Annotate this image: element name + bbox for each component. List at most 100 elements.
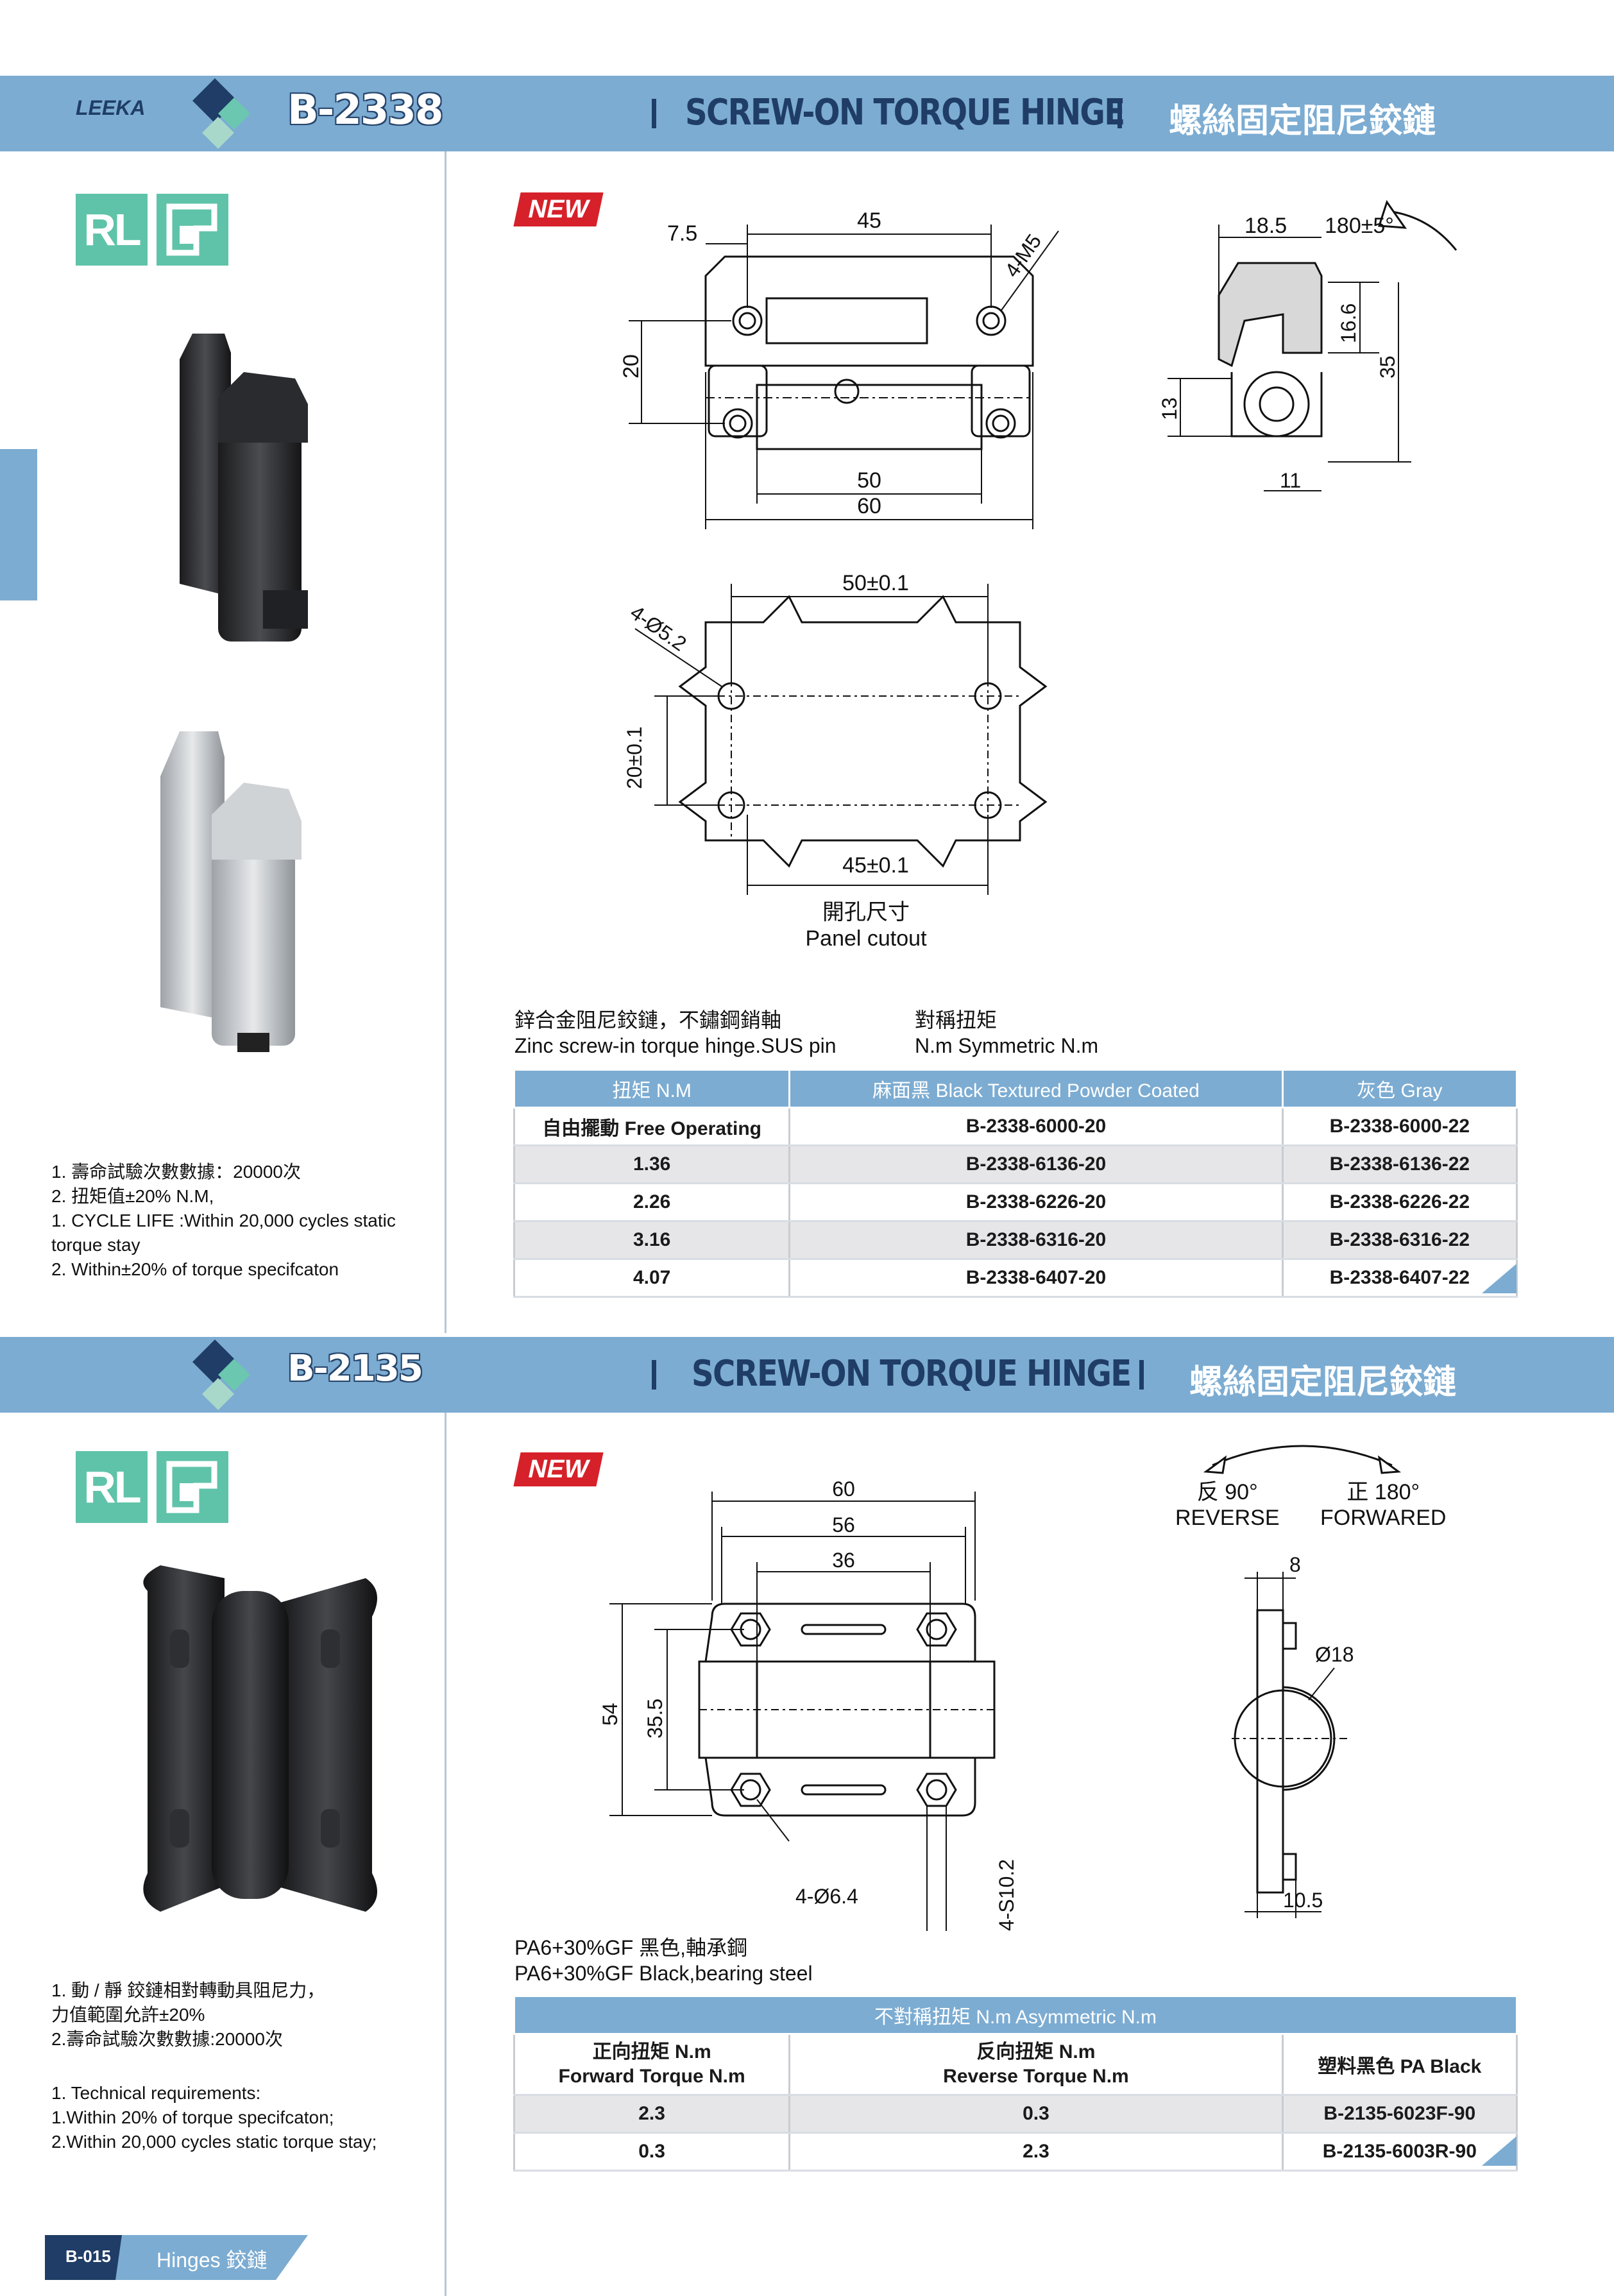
section2-part-table: 不對稱扭矩 N.m Asymmetric N.m 正向扭矩 N.m Forwar… xyxy=(513,1995,1518,2172)
hinge-front-view-drawing xyxy=(629,225,1059,529)
column-header: 扭矩 N.M xyxy=(513,1069,791,1109)
page-number: B-015 xyxy=(65,2247,111,2266)
dim-label: 16.6 xyxy=(1337,303,1360,343)
dim-label: 56 xyxy=(832,1513,855,1536)
note-line: 2.壽命試驗次數數據:20000次 xyxy=(51,2029,283,2049)
table-cell: 自由擺動 Free Operating xyxy=(513,1107,791,1146)
dim-label: 4-Ø5.2 xyxy=(626,600,691,656)
note-line: 1. 動 / 靜 鉸鏈相對轉動具阻尼力， xyxy=(51,1980,325,2000)
col2-zh: 反向扭矩 N.m xyxy=(976,2041,1096,2062)
fwd-angle: 180° xyxy=(1374,1480,1420,1504)
new-tag: NEW xyxy=(513,1452,604,1486)
table-cell: 2.26 xyxy=(513,1183,791,1222)
column-header: 麻面黑 Black Textured Powder Coated xyxy=(788,1069,1284,1109)
dim-label: 60 xyxy=(832,1477,855,1501)
table-cell: B-2338-6136-20 xyxy=(789,1145,1284,1184)
dim-label: 50±0.1 xyxy=(842,571,909,595)
column-divider xyxy=(445,1413,446,2296)
table-header-row: 正向扭矩 N.m Forward Torque N.m 反向扭矩 N.m Rev… xyxy=(513,2034,1518,2096)
dim-label: 50 xyxy=(857,468,881,493)
fwd-en: FORWARED xyxy=(1320,1506,1447,1530)
diamond-logo-icon xyxy=(192,78,250,149)
table-row: 2.3 0.3 B-2135-6023F-90 xyxy=(513,2095,1518,2134)
rev-zh: 反 xyxy=(1196,1480,1219,1504)
title-divider xyxy=(652,99,656,128)
column-header: 塑料黑色 PA Black xyxy=(1282,2034,1518,2096)
dim-label: 11 xyxy=(1280,469,1301,492)
table-cell: 0.3 xyxy=(513,2132,791,2172)
note-line: 1. 壽命試驗次數數據：20000次 xyxy=(51,1162,301,1182)
section1-notes: 1. 壽命試驗次數數據：20000次 2. 扭矩值±20% N.M, 1. CY… xyxy=(51,1160,396,1282)
section1-title-zh: 螺絲固定阻尼鉸鏈 xyxy=(1169,102,1436,140)
dim-label: 20±0.1 xyxy=(623,726,646,789)
section1-torque-type: 對稱扭矩 N.m Symmetric N.m xyxy=(915,1007,1098,1059)
product-photo-pa-hinge xyxy=(143,1565,377,1912)
section1-part-table: 扭矩 N.M 麻面黑 Black Textured Powder Coated … xyxy=(513,1069,1518,1298)
table-cell: 4.07 xyxy=(513,1259,791,1298)
table-cell: B-2338-6226-22 xyxy=(1282,1183,1518,1222)
material-zh: PA6+30%GF 黑色,軸承鋼 xyxy=(514,1936,748,1959)
diamond-logo-icon xyxy=(192,1339,250,1410)
note-line: torque stay xyxy=(51,1235,140,1255)
dim-label: 35.5 xyxy=(643,1699,667,1739)
table-row: 3.16 B-2338-6316-20 B-2338-6316-22 xyxy=(513,1221,1518,1260)
table-cell: B-2135-6003R-90 xyxy=(1282,2132,1518,2172)
footer-category: Hinges 鉸鏈 xyxy=(157,2249,268,2272)
rotation-reverse-label: 反 90° REVERSE xyxy=(1175,1479,1280,1531)
note-line: 2. Within±20% of torque specifcaton xyxy=(51,1259,339,1279)
table-cell: 1.36 xyxy=(513,1145,791,1184)
note-line: 1. Technical requirements: xyxy=(51,2083,261,2103)
section2-title-zh: 螺絲固定阻尼鉸鏈 xyxy=(1189,1363,1457,1402)
dim-label: 60 xyxy=(857,494,881,518)
torque-en: N.m Symmetric N.m xyxy=(915,1034,1099,1057)
col2-en: Reverse Torque N.m xyxy=(943,2066,1129,2087)
column-header: 正向扭矩 N.m Forward Torque N.m xyxy=(513,2034,791,2096)
cutout-label-en: Panel cutout xyxy=(805,926,927,951)
table-cell: B-2338-6407-20 xyxy=(789,1259,1284,1298)
table-row: 0.3 2.3 B-2135-6003R-90 xyxy=(513,2132,1518,2172)
column-header: 反向扭矩 N.m Reverse Torque N.m xyxy=(789,2034,1284,2096)
hinge-b2135-front-drawing xyxy=(609,1492,996,1931)
column-header: 灰色 Gray xyxy=(1281,1069,1518,1109)
dim-label: 18.5 xyxy=(1244,214,1287,238)
product-photo-gray-hinge xyxy=(160,731,302,1052)
table-cell: 0.3 xyxy=(789,2095,1284,2134)
dim-label: Ø18 xyxy=(1315,1643,1354,1666)
dim-label: 4-Ø6.4 xyxy=(795,1885,858,1908)
new-tag: NEW xyxy=(513,192,604,226)
product-photo-black-hinge xyxy=(180,334,308,642)
dim-label: 13 xyxy=(1158,397,1181,420)
table-row: 2.26 B-2338-6226-20 B-2338-6226-22 xyxy=(513,1183,1518,1222)
rev-angle: 90° xyxy=(1225,1480,1258,1504)
rotation-arrow-icon xyxy=(1203,1445,1402,1474)
note-line: 1.Within 20% of torque specifcaton; xyxy=(51,2107,334,2127)
table-cell: 3.16 xyxy=(513,1221,791,1260)
hinge-side-view-drawing xyxy=(1168,200,1457,491)
section2-notes-en: 1. Technical requirements: 1.Within 20% … xyxy=(51,2081,377,2154)
hinge-b2135-side-drawing xyxy=(1232,1572,1347,1918)
hinge-mount-icon xyxy=(157,1451,228,1523)
dim-label: 7.5 xyxy=(667,221,697,246)
table-title: 不對稱扭矩 N.m Asymmetric N.m xyxy=(513,1995,1518,2035)
note-line: 1. CYCLE LIFE :Within 20,000 cycles stat… xyxy=(51,1211,396,1230)
table-cell: B-2338-6000-22 xyxy=(1282,1107,1518,1146)
brand-logo: LEEKA xyxy=(76,96,146,119)
material-en: PA6+30%GF Black,bearing steel xyxy=(514,1962,813,1985)
table-cell: B-2338-6000-20 xyxy=(789,1107,1284,1146)
section1-model: B-2338 xyxy=(287,87,443,134)
section2-material: PA6+30%GF 黑色,軸承鋼 PA6+30%GF Black,bearing… xyxy=(514,1935,813,1986)
material-zh: 鋅合金阻尼鉸鏈，不鏽鋼銷軸 xyxy=(514,1008,782,1032)
panel-cutout-drawing xyxy=(634,584,1048,895)
col1-zh: 正向扭矩 N.m xyxy=(592,2041,711,2062)
torque-zh: 對稱扭矩 xyxy=(915,1008,998,1032)
section2-title-en: SCREW-ON TORQUE HINGE xyxy=(692,1353,1132,1395)
rotation-forward-label: 正 180° FORWARED xyxy=(1320,1479,1446,1531)
col1-en: Forward Torque N.m xyxy=(558,2066,745,2087)
note-line: 力值範圍允許±20% xyxy=(51,2005,205,2025)
dim-label: 8 xyxy=(1289,1553,1301,1576)
note-line: 2.Within 20,000 cycles static torque sta… xyxy=(51,2132,377,2152)
dim-label: 54 xyxy=(599,1703,622,1726)
cutout-label-zh: 開孔尺寸 xyxy=(822,900,910,924)
table-header-row: 扭矩 N.M 麻面黑 Black Textured Powder Coated … xyxy=(513,1069,1518,1109)
section1-material: 鋅合金阻尼鉸鏈，不鏽鋼銷軸 Zinc screw-in torque hinge… xyxy=(514,1007,837,1059)
